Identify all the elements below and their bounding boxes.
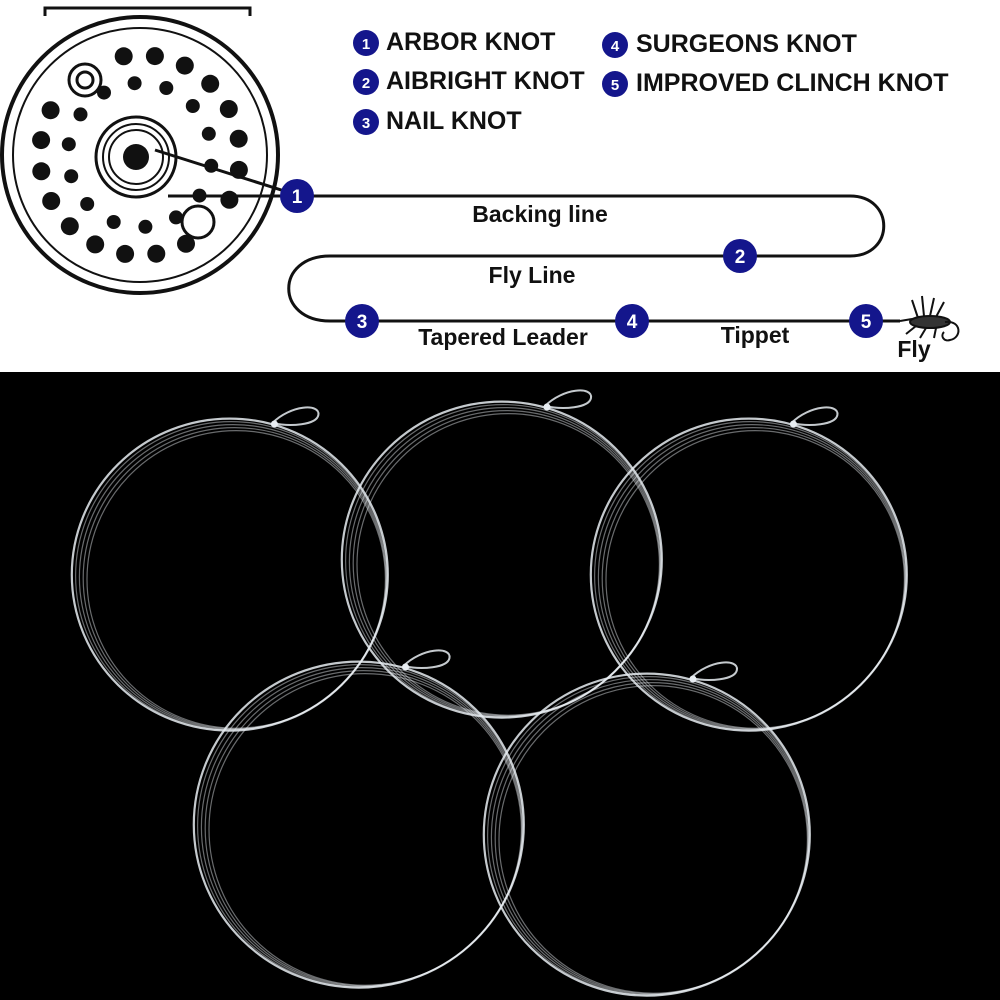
legend: 1 ARBOR KNOT 2 AIBRIGHT KNOT 3 NAIL KNOT… <box>353 28 949 135</box>
fly-icon <box>899 295 960 342</box>
svg-text:3: 3 <box>362 115 370 132</box>
legend-item-1: 1 ARBOR KNOT <box>353 28 555 56</box>
fly-reel-icon <box>0 6 280 295</box>
svg-text:AIBRIGHT KNOT: AIBRIGHT KNOT <box>386 67 585 95</box>
svg-text:5: 5 <box>861 312 872 333</box>
svg-text:1: 1 <box>292 187 303 208</box>
svg-text:NAIL KNOT: NAIL KNOT <box>386 107 522 135</box>
svg-text:4: 4 <box>627 312 638 333</box>
line-path <box>154 148 900 323</box>
svg-text:5: 5 <box>611 77 619 94</box>
tapered-leader-label: Tapered Leader <box>418 324 588 350</box>
legend-item-4: 4 SURGEONS KNOT <box>602 30 857 58</box>
knot-marker-5: 5 <box>849 304 883 338</box>
knot-diagram-panel: 1 2 3 4 5 Backing line Fly Line Tapered … <box>0 0 1000 372</box>
svg-text:1: 1 <box>362 36 370 53</box>
leader-coil <box>589 406 908 732</box>
fly-line-label: Fly Line <box>489 262 576 288</box>
knot-diagram: 1 2 3 4 5 Backing line Fly Line Tapered … <box>0 6 960 362</box>
svg-text:2: 2 <box>735 247 746 268</box>
knot-marker-3: 3 <box>345 304 379 338</box>
svg-text:SURGEONS KNOT: SURGEONS KNOT <box>636 30 857 58</box>
leader-coil <box>482 661 811 997</box>
knot-marker-2: 2 <box>723 239 757 273</box>
leader-coil <box>70 406 389 732</box>
knot-marker-4: 4 <box>615 304 649 338</box>
svg-text:4: 4 <box>611 38 620 55</box>
legend-item-2: 2 AIBRIGHT KNOT <box>353 67 585 95</box>
leader-coils <box>70 389 908 997</box>
svg-text:3: 3 <box>357 312 368 333</box>
leader-coil <box>340 389 663 719</box>
svg-text:IMPROVED CLINCH KNOT: IMPROVED CLINCH KNOT <box>636 69 949 97</box>
backing-line-label: Backing line <box>472 201 607 227</box>
knot-marker-1: 1 <box>280 179 314 213</box>
svg-text:ARBOR KNOT: ARBOR KNOT <box>386 28 555 56</box>
fly-label: Fly <box>897 336 930 362</box>
tippet-label: Tippet <box>721 322 790 348</box>
legend-item-5: 5 IMPROVED CLINCH KNOT <box>602 69 949 97</box>
svg-text:2: 2 <box>362 75 370 92</box>
legend-item-3: 3 NAIL KNOT <box>353 107 522 135</box>
leader-coil <box>192 649 525 989</box>
leader-coils-photo <box>0 372 1000 1000</box>
